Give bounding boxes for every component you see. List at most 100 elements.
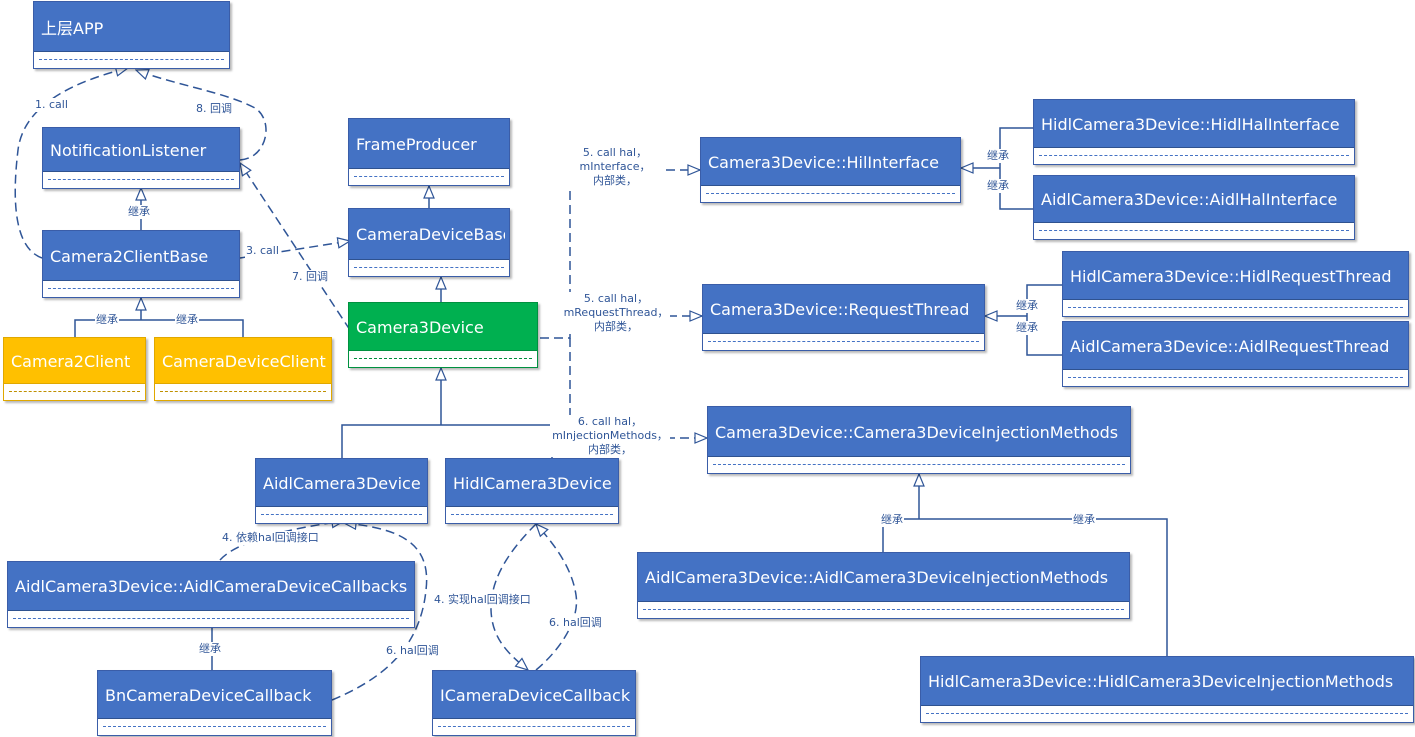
class-compartment: [921, 705, 1413, 722]
class-box-camera-device-base: CameraDeviceBase: [348, 208, 510, 277]
label-callback-7: 7. 回调: [291, 270, 329, 284]
class-name: FrameProducer: [356, 134, 477, 154]
class-box-aidl-hal-interface: AidlCamera3Device::AidlHalInterface: [1033, 175, 1355, 240]
class-compartment: [8, 610, 414, 627]
class-box-hidl-camera3-device: HidlCamera3Device: [445, 458, 619, 524]
label-inherit: 继承: [1072, 513, 1096, 527]
class-compartment: [256, 506, 427, 523]
class-box-camera2-client-base: Camera2ClientBase: [42, 230, 240, 298]
class-box-injection-methods: Camera3Device::Camera3DeviceInjectionMet…: [707, 406, 1131, 474]
class-box-aidl-injection-methods: AidlCamera3Device::AidlCamera3DeviceInje…: [637, 552, 1130, 619]
inherit-edge: [74, 319, 244, 337]
label-call-3: 3. call: [245, 244, 280, 258]
implement-edge: [490, 523, 537, 670]
class-compartment: [708, 456, 1130, 473]
class-box-notification-listener: NotificationListener: [42, 127, 240, 189]
class-compartment: [1034, 147, 1354, 164]
callback-edge: [136, 70, 267, 161]
class-compartment: [34, 51, 229, 68]
class-name: CameraDeviceClient: [162, 351, 326, 371]
label-line: mRequestThread，: [563, 306, 669, 319]
label-line: 内部类，: [588, 443, 632, 456]
label-inherit: 继承: [1015, 321, 1039, 335]
class-box-aidl-request-thread: AidlCamera3Device::AidlRequestThread: [1062, 321, 1409, 387]
class-name: AidlCamera3Device::AidlHalInterface: [1041, 190, 1338, 209]
class-name: Camera3Device::RequestThread: [710, 300, 970, 319]
class-box-camera2-client: Camera2Client: [3, 337, 146, 401]
class-name: Camera2ClientBase: [50, 246, 209, 266]
class-box-hidl-request-thread: HidlCamera3Device::HidlRequestThread: [1062, 251, 1409, 317]
label-inherit: 继承: [175, 313, 199, 327]
inherit-edge: [341, 424, 553, 458]
class-box-camera-device-client: CameraDeviceClient: [154, 337, 332, 401]
class-compartment: [98, 718, 331, 735]
class-name: Camera3Device::HilInterface: [708, 152, 940, 172]
class-name: Camera3Device::Camera3DeviceInjectionMet…: [715, 422, 1119, 442]
label-line: mInterface，: [579, 160, 651, 173]
label-line: 5. call hal，: [583, 292, 649, 305]
class-compartment: [349, 350, 537, 367]
class-name: AidlCamera3Device::AidlRequestThread: [1070, 336, 1390, 356]
label-call-hal-mrequestthread: 5. call hal， mRequestThread， 内部类，: [562, 292, 670, 334]
class-compartment: [1063, 299, 1408, 316]
class-compartment: [4, 383, 145, 400]
inherit-edge: [1026, 284, 1062, 356]
class-name: HidlCamera3Device::HidlCamera3DeviceInje…: [928, 672, 1394, 691]
class-name: BnCameraDeviceCallback: [105, 685, 312, 705]
class-compartment: [349, 259, 509, 276]
class-name: Camera2Client: [11, 351, 131, 371]
class-box-request-thread: Camera3Device::RequestThread: [702, 284, 985, 351]
label-hal-callback: 6. hal回调: [385, 644, 440, 658]
call-edge: [14, 68, 128, 259]
label-inherit: 继承: [198, 642, 222, 656]
class-box-hil-interface: Camera3Device::HilInterface: [700, 137, 961, 203]
call-hal-edge: [540, 170, 700, 339]
label-call-hal-minterface: 5. call hal， mInterface， 内部类，: [568, 146, 662, 188]
label-inherit: 继承: [95, 313, 119, 327]
class-compartment: [1034, 222, 1354, 239]
class-name: NotificationListener: [50, 140, 207, 160]
label-depend-hal-callback: 4. 依赖hal回调接口: [221, 531, 320, 545]
label-call-1: 1. call: [34, 98, 69, 112]
label-implement-hal-callback: 4. 实现hal回调接口: [433, 593, 532, 607]
class-compartment: [43, 280, 239, 297]
label-inherit: 继承: [986, 149, 1010, 163]
callback-edge: [240, 163, 351, 331]
class-compartment: [155, 383, 331, 400]
class-box-camera3-device: Camera3Device: [348, 302, 538, 368]
label-line: mInjectionMethods，: [552, 429, 668, 442]
label-hal-callback: 6. hal回调: [548, 616, 603, 630]
class-name: HidlCamera3Device::HidlHalInterface: [1041, 114, 1340, 134]
label-callback-8: 8. 回调: [195, 102, 233, 116]
callback-edge: [536, 524, 578, 671]
label-call-hal-minjectionmethods: 6. call hal， mInjectionMethods， 内部类，: [550, 415, 670, 457]
class-compartment: [43, 171, 239, 188]
class-compartment: [1063, 369, 1408, 386]
class-name: CameraDeviceBase: [356, 225, 505, 244]
label-line: 内部类，: [593, 174, 637, 187]
class-compartment: [701, 185, 960, 202]
class-name: Camera3Device: [356, 317, 484, 337]
inherit-edge: [999, 127, 1033, 210]
label-line: 6. call hal，: [577, 415, 643, 428]
class-box-i-camera-device-callback: ICameraDeviceCallback: [432, 670, 636, 736]
class-name: 上层APP: [41, 19, 104, 38]
label-inherit: 继承: [1015, 299, 1039, 313]
class-compartment: [638, 601, 1129, 618]
class-name: AidlCamera3Device::AidlCamera3DeviceInje…: [645, 568, 1109, 587]
class-compartment: [446, 506, 618, 523]
class-box-aidl-camera3-device: AidlCamera3Device: [255, 458, 428, 524]
class-compartment: [703, 333, 984, 350]
class-compartment: [433, 718, 635, 735]
class-box-frame-producer: FrameProducer: [348, 118, 510, 186]
class-name: AidlCamera3Device: [263, 473, 421, 493]
class-box-hidl-injection-methods: HidlCamera3Device::HidlCamera3DeviceInje…: [920, 656, 1414, 723]
class-box-upper-app: 上层APP: [33, 1, 230, 69]
class-compartment: [349, 168, 509, 185]
label-inherit: 继承: [986, 179, 1010, 193]
class-name: ICameraDeviceCallback: [440, 685, 631, 705]
class-name: HidlCamera3Device::HidlRequestThread: [1070, 266, 1392, 286]
callback-edge: [331, 523, 428, 701]
class-name: HidlCamera3Device: [453, 473, 612, 493]
label-line: 5. call hal，: [582, 146, 648, 159]
